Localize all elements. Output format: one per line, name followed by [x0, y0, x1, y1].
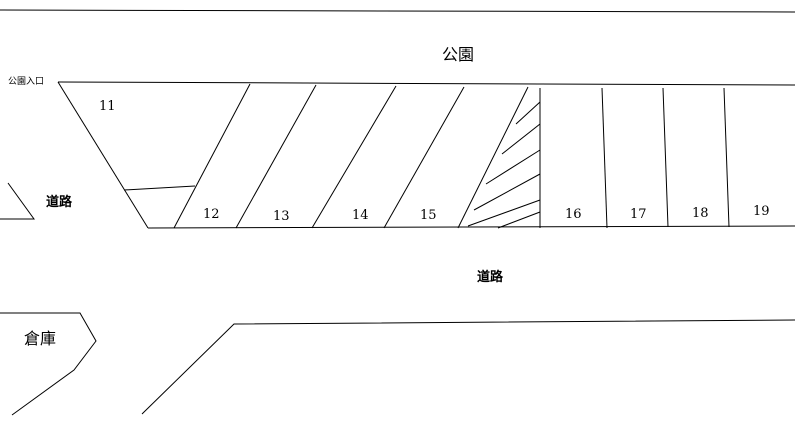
- lot-top-edge: [57, 81, 796, 86]
- hatch-line: [515, 101, 541, 125]
- space-number: 17: [630, 207, 647, 222]
- space-number: 13: [273, 209, 290, 224]
- hatch-line: [485, 149, 541, 185]
- park-boundary-top: [0, 9, 796, 13]
- divider-11-12: [173, 83, 251, 229]
- space-number: 15: [420, 208, 437, 223]
- road-label-center: 道路: [477, 270, 504, 285]
- hatch-line: [473, 173, 541, 211]
- hatch-line: [497, 211, 541, 229]
- park-label: 公園: [442, 45, 475, 64]
- park-entrance-label: 公園入口: [8, 77, 45, 87]
- left-road-marker: [0, 182, 35, 220]
- space-number: 11: [99, 99, 116, 114]
- divider-16-17: [601, 87, 608, 229]
- warehouse-outline: [0, 312, 97, 416]
- lot-left-edge: [57, 81, 149, 229]
- space-number: 14: [352, 208, 369, 223]
- space-11-divider: [123, 185, 196, 191]
- divider-14-15: [383, 86, 465, 229]
- divider-17-18: [662, 87, 669, 228]
- space-number: 16: [565, 207, 582, 222]
- divider-13-14: [311, 85, 397, 229]
- road-label-left: 道路: [46, 195, 73, 210]
- space-number: 19: [753, 204, 770, 219]
- hatch-line: [467, 199, 541, 227]
- lot-bottom-edge: [147, 225, 796, 229]
- hatch-line: [501, 123, 541, 155]
- divider-12-13: [235, 84, 317, 229]
- divider-18-19: [723, 87, 730, 228]
- space-number: 12: [203, 207, 220, 222]
- warehouse-label: 倉庫: [24, 329, 57, 348]
- road-boundary-bottom: [141, 319, 796, 415]
- space-number: 18: [692, 206, 709, 221]
- divider-15-hatch: [457, 86, 529, 229]
